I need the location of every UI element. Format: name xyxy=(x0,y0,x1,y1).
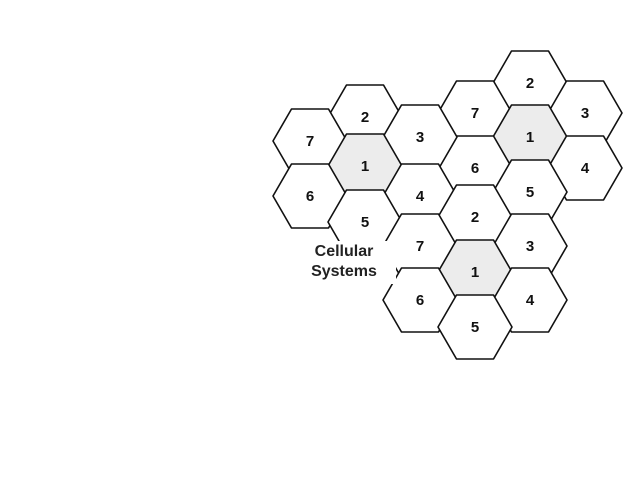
hex-cell-label: 6 xyxy=(471,160,479,177)
hex-cell-label: 1 xyxy=(361,158,369,175)
hex-cell-label: 3 xyxy=(526,238,534,255)
hex-cell: 5 xyxy=(437,294,513,360)
hex-cell-label: 4 xyxy=(526,292,535,309)
hex-cell-label: 7 xyxy=(306,133,314,150)
hex-cell-shape xyxy=(547,135,623,201)
hex-cell-label: 5 xyxy=(526,184,534,201)
hex-cell-label: 2 xyxy=(361,109,369,126)
hex-cell-shape xyxy=(437,294,513,360)
hex-cell-label: 6 xyxy=(306,188,314,205)
hex-cell-label: 1 xyxy=(471,264,479,281)
hex-cell-label: 7 xyxy=(416,238,424,255)
caption-line-1: Cellular xyxy=(314,243,374,260)
hex-cell-label: 1 xyxy=(526,129,534,146)
hex-cell-label: 7 xyxy=(471,105,479,122)
hex-cell-label: 6 xyxy=(416,292,424,309)
hex-cell: 4 xyxy=(547,135,623,201)
hex-cell-label: 3 xyxy=(581,105,589,122)
hex-cell-label: 4 xyxy=(581,160,590,177)
hex-cell-shape xyxy=(492,267,568,333)
diagram-caption: Cellular Systems xyxy=(292,241,396,284)
hex-cell-label: 3 xyxy=(416,129,424,146)
hex-cell-label: 2 xyxy=(526,75,534,92)
hex-cell-label: 2 xyxy=(471,209,479,226)
hex-cell: 4 xyxy=(492,267,568,333)
caption-line-2: Systems xyxy=(311,263,377,280)
hex-cell-label: 5 xyxy=(471,319,479,336)
hex-cell-label: 5 xyxy=(361,214,369,231)
hex-cell-label: 4 xyxy=(416,188,425,205)
